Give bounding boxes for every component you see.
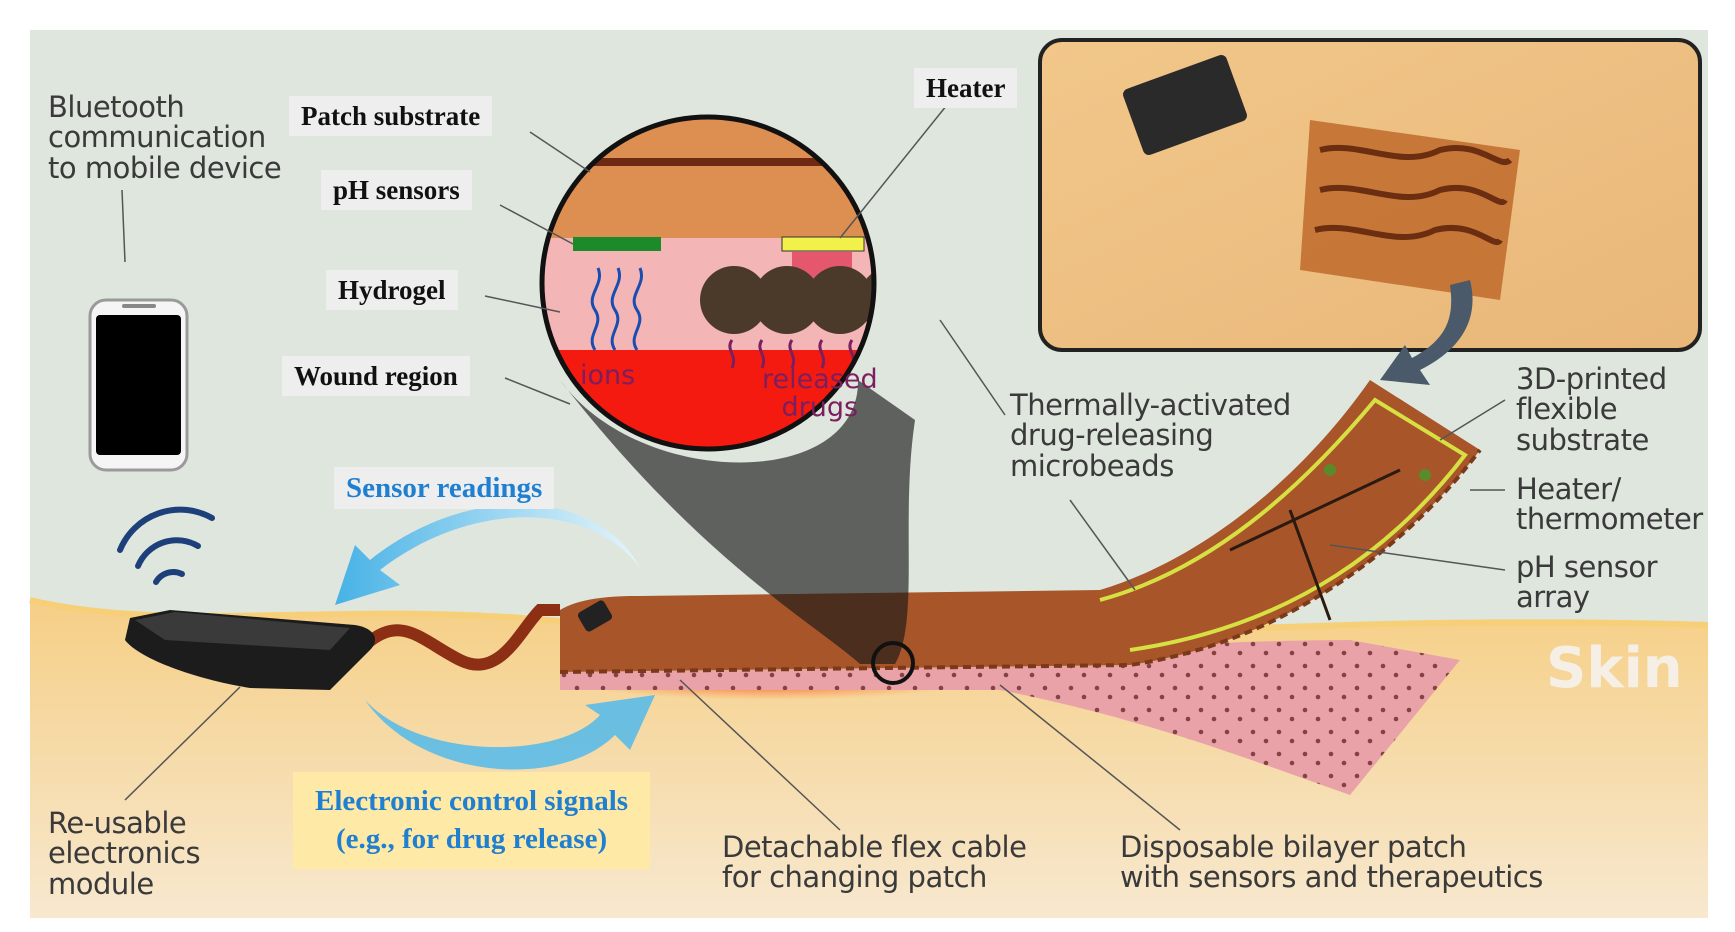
flex-cable [355,604,560,671]
heater-label: Heater [914,68,1018,109]
reusable-module-line: module [48,866,154,901]
bluetooth-label: Bluetooth communication to mobile device [48,90,282,185]
ions-label: ions [580,360,636,391]
reusable-module-line: electronics [48,836,201,871]
flex-cable-line: Detachable flex cable [722,830,1027,864]
skin-label: Skin [1546,636,1683,701]
cross-section-border [539,114,877,452]
released-drugs-label: released drugs [762,364,878,424]
sensor-dot [1324,464,1336,476]
bilayer-patch-line: with sensors and therapeutics [1120,860,1543,895]
reusable-module-label: Re-usable electronics module [48,806,201,901]
substrate-3d-line: substrate [1516,422,1649,457]
released-drugs-line: released [762,364,878,395]
reusable-module-line: Re-usable [48,806,187,840]
wifi-signal-icon [117,506,215,585]
heater-bar [781,236,865,252]
heater-thermometer-line: thermometer [1516,502,1703,537]
sensor-readings-label: Sensor readings [334,467,555,510]
bilayer-patch-label: Disposable bilayer patch with sensors an… [1120,832,1543,893]
microbeads-line: microbeads [1010,448,1174,483]
flex-cable-line: for changing patch [722,860,987,895]
substrate-3d-line: flexible [1516,392,1618,427]
magnifier-focus [871,641,915,685]
magnifier-cone [560,380,915,664]
bluetooth-label-line: to mobile device [48,150,282,185]
microbead [753,266,821,334]
flex-substrate-edge [559,448,1482,674]
ph-array-line: pH sensor [1516,550,1658,584]
sensor-line-2 [1288,509,1332,621]
electronic-control-label: Electronic control signals (e.g., for dr… [293,772,651,869]
bilayer-patch-dots [560,640,1460,795]
printed-trace [1314,144,1513,245]
microbead [806,266,874,334]
patch-substrate-label: Patch substrate [289,96,493,137]
bluetooth-label-line: Bluetooth [48,90,185,124]
bluetooth-label-line: communication [48,120,266,155]
ph-array-line: array [1516,580,1590,615]
hydrogel-label: Hydrogel [326,270,458,311]
heater-thermometer-line: Heater/ [1516,472,1621,506]
heater-thermometer-label: Heater/ thermometer [1516,474,1703,535]
microbeads-line: Thermally-activated [1010,388,1291,422]
smartphone-icon [88,298,189,472]
cable-connector [577,600,613,632]
sensor-line-1 [1229,468,1401,552]
electronic-control-line: (e.g., for drug release) [335,823,608,856]
ph-sensors-label: pH sensors [321,170,472,211]
electronic-control-line: Electronic control signals [315,785,629,817]
bilayer-patch-line: Disposable bilayer patch [1120,830,1467,864]
released-drugs-line: drugs [781,392,859,424]
sensor-readings-arrow [335,504,640,605]
ph-sensor-bar [573,237,661,251]
electronics-module-top [135,612,350,650]
sensor-dot [1419,469,1431,481]
microbead [700,266,768,334]
control-signals-arrow [365,695,655,770]
microbeads-line: drug-releasing [1010,418,1214,453]
ph-array-label: pH sensor array [1516,550,1658,615]
wound-region-label: Wound region [282,356,470,397]
substrate-3d-line: 3D-printed [1516,362,1667,396]
heater-trace [1099,397,1468,652]
inset-pointer-arrow [1380,280,1473,385]
printed-patch [1300,120,1520,300]
microbeads-label: Thermally-activated drug-releasing micro… [1010,390,1291,481]
flex-cable-label: Detachable flex cable for changing patch [722,830,1027,895]
circuit-board [1123,54,1247,156]
substrate-3d-label: 3D-printed flexible substrate [1516,364,1667,455]
